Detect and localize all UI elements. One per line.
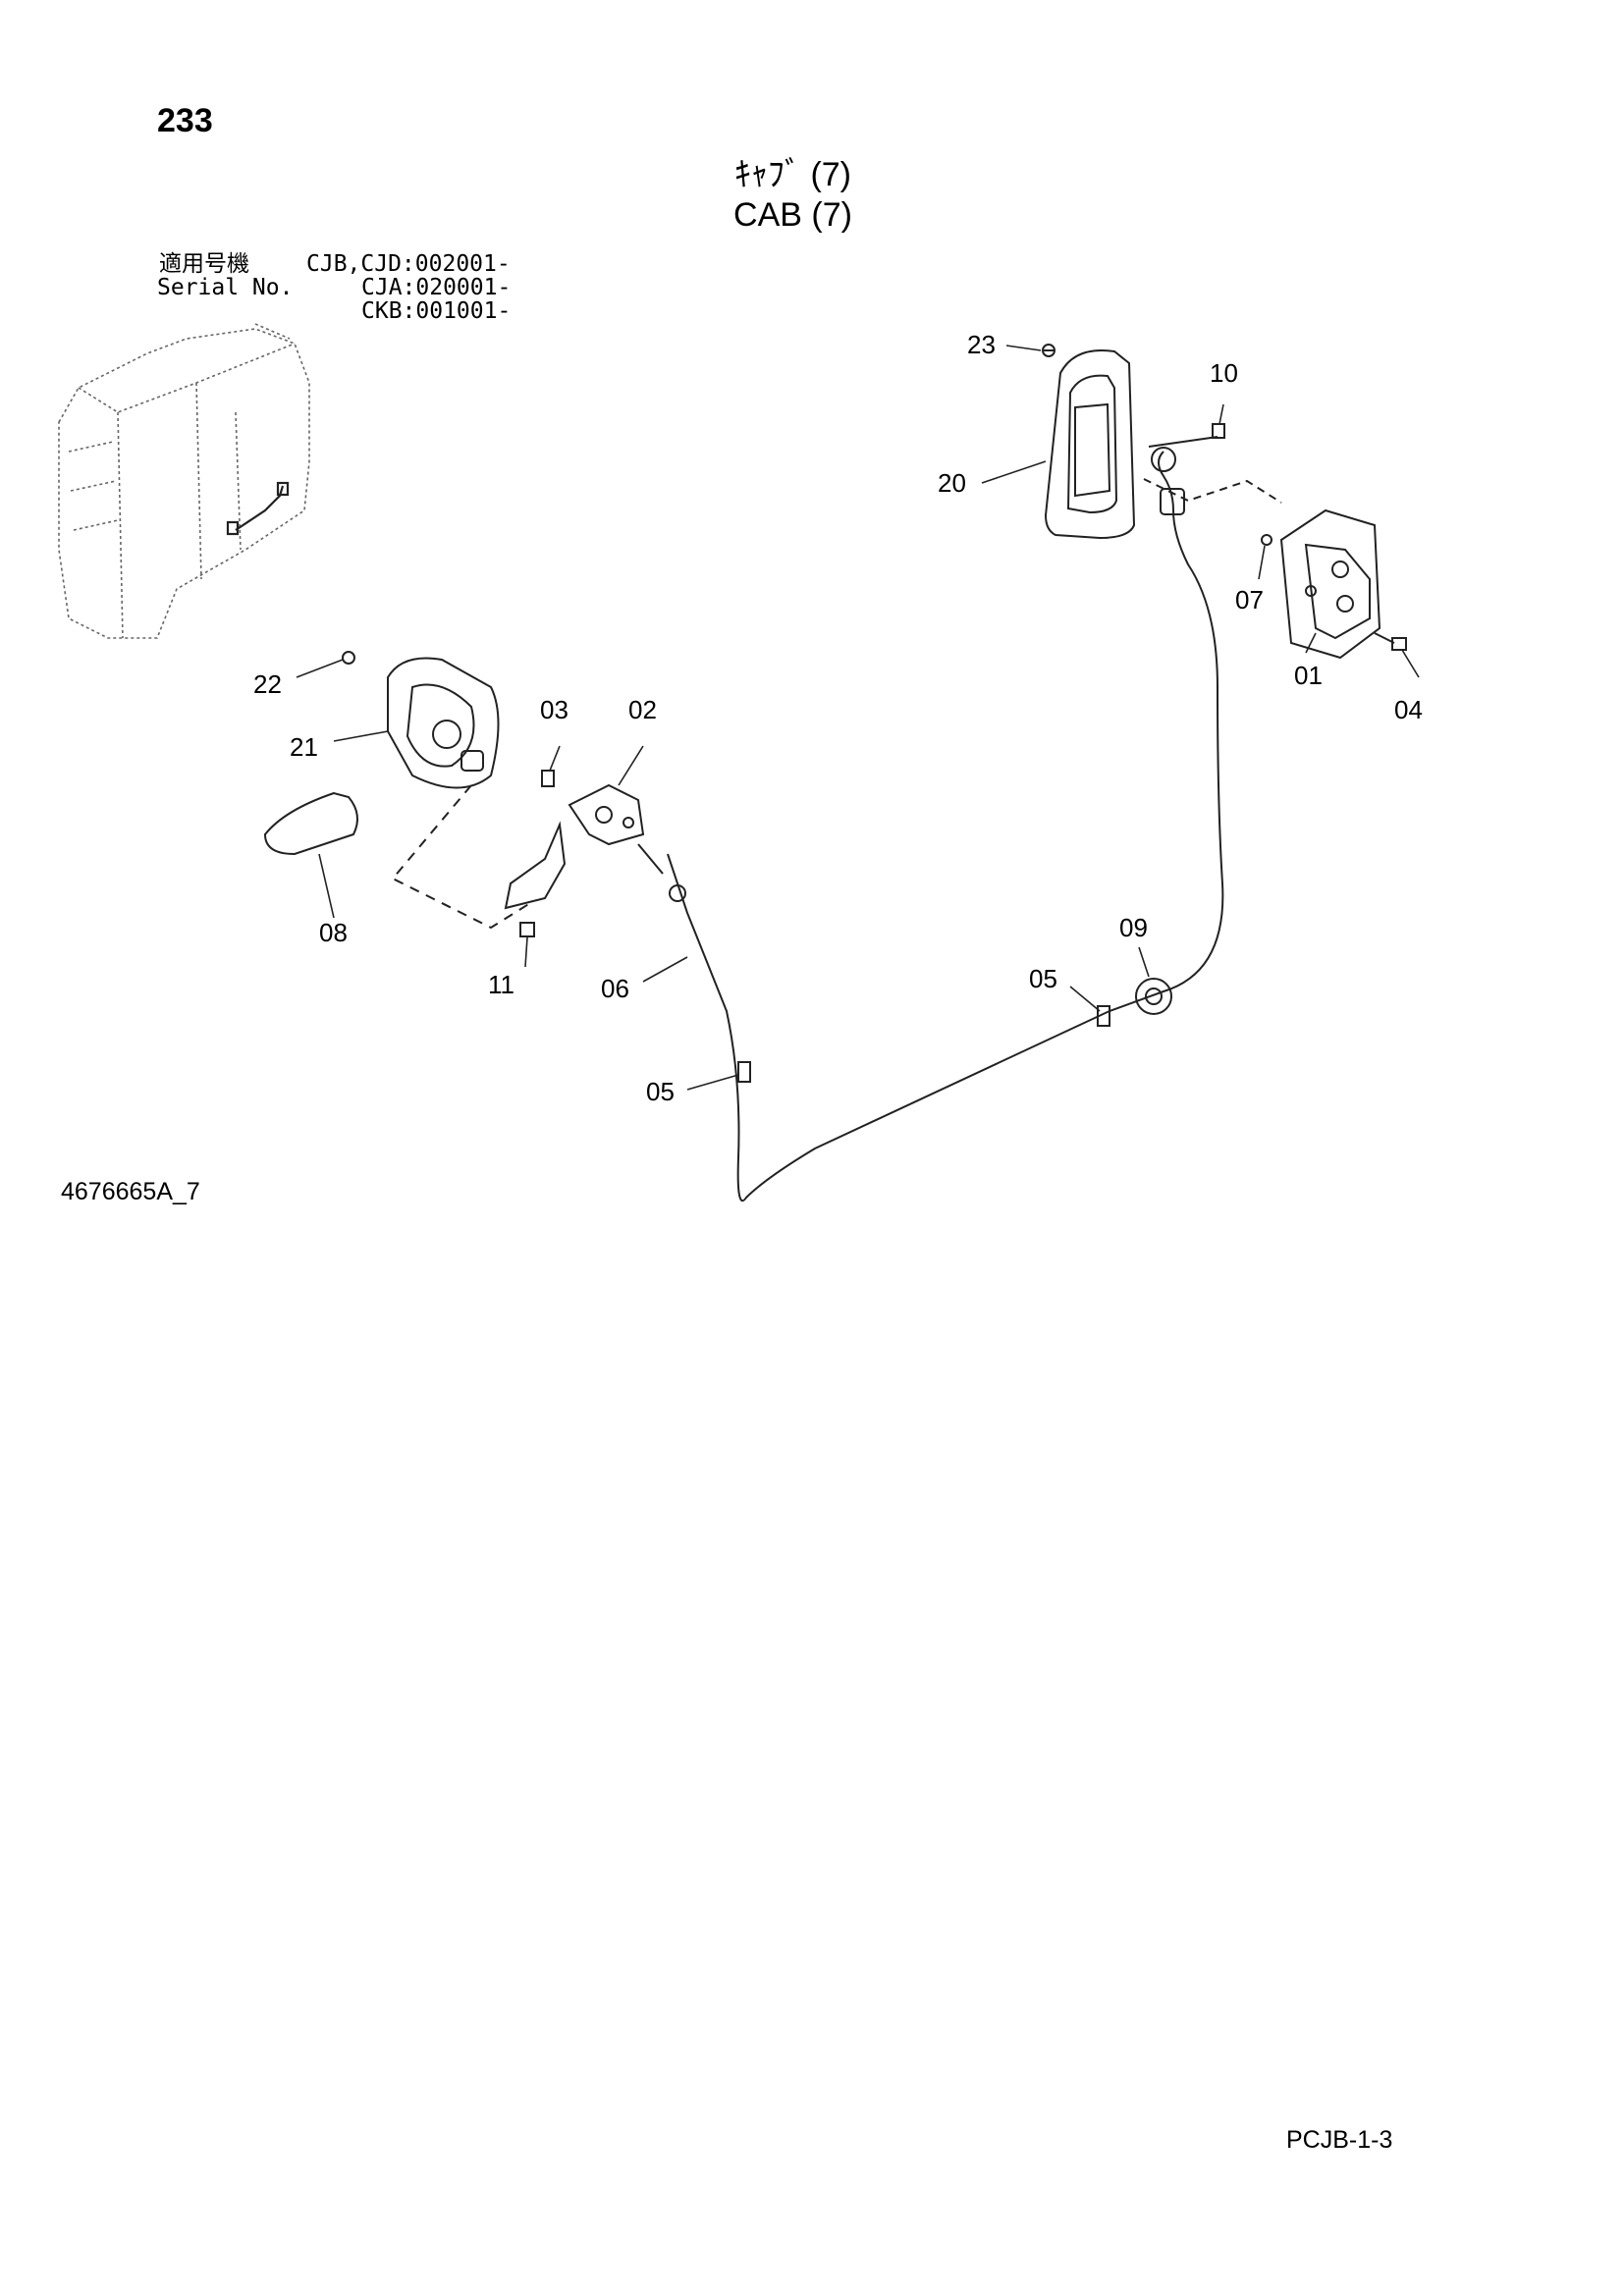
part-08-handle [263, 791, 358, 856]
callout-22: 22 [253, 669, 282, 699]
drawing-number: 4676665A_7 [61, 1178, 200, 1205]
leader-09 [1138, 946, 1150, 978]
serial-label-english: Serial No. [157, 275, 294, 300]
leader-10 [1218, 403, 1224, 425]
part-09-grommet [1135, 978, 1172, 1015]
part-05-clamp-right [1097, 1005, 1110, 1027]
callout-10: 10 [1210, 358, 1238, 388]
leader-11 [524, 936, 528, 968]
part-06-lever-end [637, 843, 664, 875]
part-21-handle-cup [387, 657, 500, 789]
leader-01 [1305, 632, 1317, 654]
part-07-nut [1261, 534, 1272, 546]
leader-lines [296, 345, 1420, 1091]
part-02-lever-bracket [504, 783, 645, 910]
page-number: 233 [157, 102, 213, 139]
part-22-screw [342, 651, 355, 665]
part-10-screw [1212, 423, 1225, 439]
part-03-bolt [541, 770, 555, 787]
page-title-english: CAB (7) [733, 196, 852, 234]
callout-05-left: 05 [646, 1077, 675, 1106]
callout-01: 01 [1294, 661, 1323, 690]
leader-08 [318, 853, 335, 919]
part-11-nut [519, 922, 535, 937]
callout-06: 06 [601, 974, 629, 1003]
dash-leader-21 [391, 784, 531, 930]
leader-05-left [686, 1074, 739, 1091]
callout-20: 20 [938, 468, 966, 498]
callout-08: 08 [319, 918, 348, 947]
callout-11: 11 [488, 970, 514, 999]
page-code: PCJB-1-3 [1286, 2126, 1393, 2154]
serial-line-3: CKB:001001- [361, 298, 512, 324]
serial-line-1: CJB,CJD:002001- [306, 251, 511, 277]
dash-leader-01 [1143, 478, 1282, 504]
callout-21: 21 [290, 732, 318, 762]
leader-03 [549, 745, 561, 772]
leader-22 [296, 659, 344, 678]
part-01-latch [1279, 508, 1381, 660]
leader-07 [1258, 545, 1266, 580]
serial-line-2: CJA:020001- [361, 275, 512, 300]
leader-20 [981, 460, 1047, 484]
part-05-clamp-left [737, 1061, 751, 1083]
cab-overview-cable-highlight [226, 481, 290, 536]
cab-overview-illustration [58, 323, 310, 639]
callout-04: 04 [1394, 695, 1423, 724]
part-06-cable [667, 436, 1224, 1202]
part-23-screw [1042, 344, 1056, 357]
leader-05-right [1069, 986, 1101, 1012]
part-20-handle-plate [1044, 349, 1136, 540]
callout-02: 02 [628, 695, 657, 724]
page-title-japanese: ｷｬﾌﾞ (7) [734, 156, 851, 193]
leader-04 [1401, 649, 1420, 678]
callout-09: 09 [1119, 913, 1148, 942]
leader-02 [618, 745, 644, 786]
callout-03: 03 [540, 695, 568, 724]
leader-23 [1005, 345, 1042, 351]
callout-07: 07 [1235, 585, 1264, 614]
leader-21 [333, 730, 389, 742]
part-04-bolt [1374, 632, 1407, 651]
leader-06 [642, 956, 688, 983]
callout-05-right: 05 [1029, 964, 1057, 993]
serial-label-japanese: 適用号機 [159, 251, 249, 277]
callout-23: 23 [967, 330, 996, 359]
